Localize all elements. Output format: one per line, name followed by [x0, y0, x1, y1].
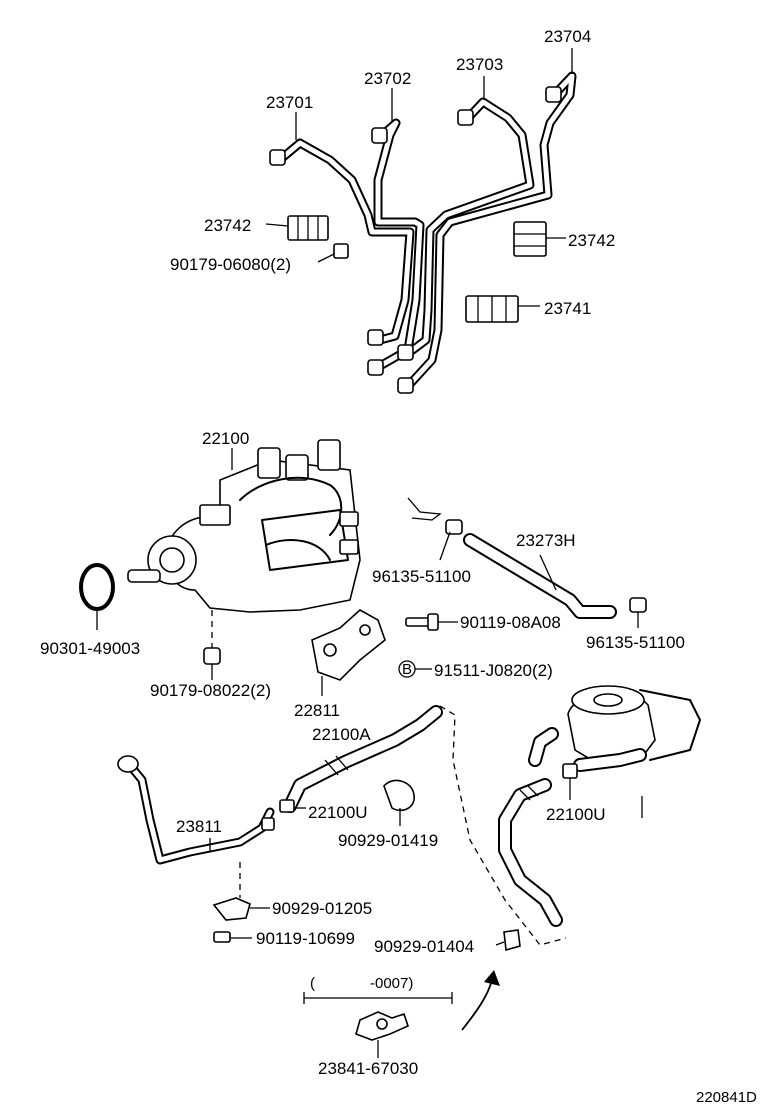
bolt-marker-b-text: B [402, 661, 412, 678]
hose-clamp [629, 597, 647, 613]
label-23742-left: 23742 [204, 216, 251, 235]
pipe-nut [545, 86, 562, 103]
label-22100u-right: 22100U [546, 805, 606, 824]
pipe-nut [397, 377, 414, 394]
label-23704: 23704 [544, 27, 591, 46]
pipe-clamp-left [265, 215, 329, 241]
label-90179-06080: 90179-06080(2) [170, 255, 291, 274]
label-23703: 23703 [456, 55, 503, 74]
label-23742-right: 23742 [568, 231, 615, 250]
fuel-hose [407, 497, 647, 628]
bolt-90119-10699 [213, 931, 252, 943]
label-96135-51100-right: 96135-51100 [586, 633, 685, 652]
clip-23841-67030 [355, 1011, 409, 1058]
clamp-90929-01419 [383, 779, 415, 826]
label-23702: 23702 [364, 69, 411, 88]
injection-pump [127, 439, 361, 613]
pump-nut [203, 610, 221, 680]
clamp-90929-01205 [212, 862, 270, 921]
label-22100u-left: 22100U [308, 803, 368, 822]
label-90929-01205: 90929-01205 [272, 899, 372, 918]
label-22100: 22100 [202, 429, 249, 448]
label-23811: 23811 [176, 817, 222, 836]
label-90119-08a08: 90119-08A08 [460, 613, 561, 632]
label-91511-j0820: 91511-J0820(2) [434, 661, 553, 680]
pipe-nut [457, 109, 474, 126]
date-range-value: -0007) [370, 975, 413, 992]
label-22811: 22811 [294, 701, 340, 720]
label-23841-67030: 23841-67030 [318, 1059, 418, 1078]
label-22100a: 22100A [312, 725, 371, 744]
pipe-clamp-23741 [465, 295, 540, 323]
direction-arrow [461, 970, 500, 1031]
hose-clip-22100u-left [279, 799, 306, 813]
pipe-nut [371, 127, 388, 144]
label-90179-08022: 90179-08022(2) [150, 681, 271, 700]
injection-pipe-set [269, 71, 577, 394]
pipe-nut [367, 329, 384, 346]
date-range-bracket [303, 992, 453, 1004]
pipe-clamp-right [513, 221, 566, 257]
label-90929-01419: 90929-01419 [338, 831, 438, 850]
bolt-small [317, 243, 349, 263]
pipe-nut [269, 149, 286, 166]
hose-clamp [445, 519, 463, 535]
bracket-22811 [311, 609, 386, 696]
label-90929-01404: 90929-01404 [374, 937, 474, 956]
clamp-90929-01404 [495, 929, 521, 952]
pipe-23811 [117, 755, 275, 865]
bolt-90119-08A08 [405, 613, 458, 631]
label-90301-49003: 90301-49003 [40, 639, 140, 658]
label-90119-10699: 90119-10699 [256, 929, 355, 948]
diagram-id: 220841D [696, 1089, 757, 1106]
date-range-open: ( [310, 975, 315, 992]
hose-clip-22100u-right [562, 763, 578, 800]
egr-valve [528, 685, 701, 772]
label-96135-51100-top: 96135-51100 [372, 567, 471, 586]
label-23273h: 23273H [516, 531, 576, 550]
label-23741: 23741 [544, 299, 591, 318]
egr-hose [498, 778, 563, 927]
o-ring [79, 563, 115, 611]
hose-22100a [283, 705, 443, 813]
pipe-nut [397, 344, 414, 361]
pipe-nut [367, 359, 384, 376]
label-23701: 23701 [266, 93, 313, 112]
